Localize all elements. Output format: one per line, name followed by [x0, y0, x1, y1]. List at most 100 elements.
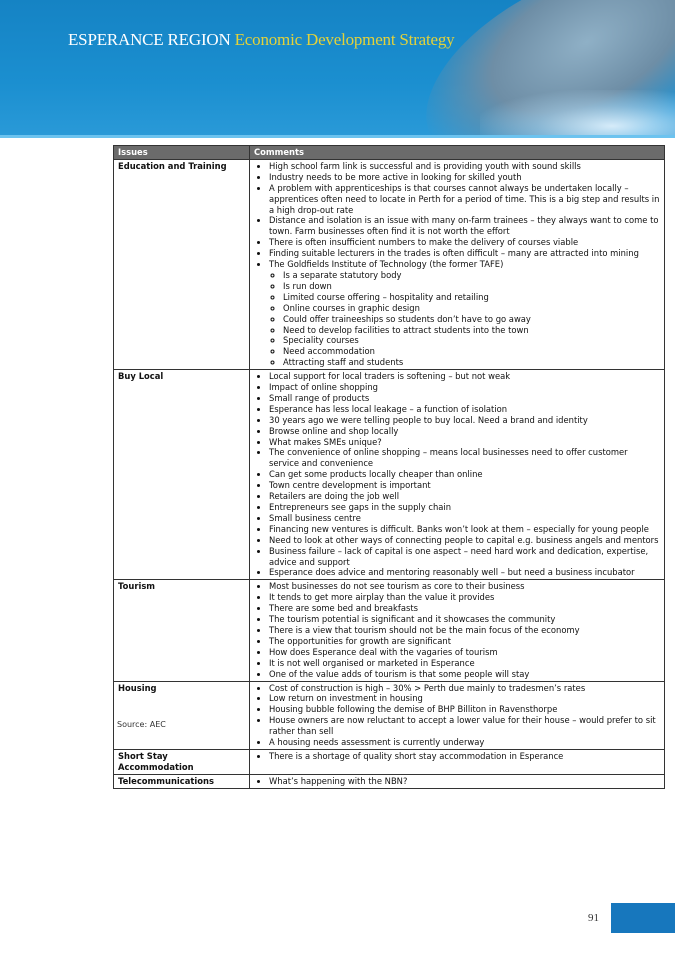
comment-item: Entrepreneurs see gaps in the supply cha… [269, 502, 660, 513]
comment-item: Impact of online shopping [269, 382, 660, 393]
comment-text: It is not well organised or marketed in … [269, 657, 475, 668]
comment-item: Most businesses do not see tourism as co… [269, 581, 660, 592]
comment-item: There is a shortage of quality short sta… [269, 751, 660, 762]
issue-cell: Tourism [113, 579, 250, 682]
sub-comment-item: Speciality courses [283, 335, 660, 346]
comment-item: Low return on investment in housing [269, 693, 660, 704]
comments-cell: Cost of construction is high – 30% > Per… [249, 680, 665, 750]
comment-text: The tourism potential is significant and… [269, 614, 556, 625]
comment-item: Town centre development is important [269, 480, 660, 491]
table-row: Short Stay Accommodation There is a short… [113, 748, 665, 775]
comment-list: Local support for local traders is softe… [254, 371, 660, 578]
comment-item: Small business centre [269, 513, 660, 524]
comment-text: There are some bed and breakfasts [269, 603, 418, 614]
comment-item: Esperance has less local leakage – a fun… [269, 404, 660, 415]
comment-text: A problem with apprenticeships is that c… [269, 182, 660, 215]
sub-comment-list: Is a separate statutory bodyIs run downL… [269, 270, 660, 368]
sub-comment-item: Is run down [283, 281, 660, 292]
comments-cell: High school farm link is successful and … [249, 158, 665, 371]
comment-text: The opportunities for growth are signifi… [269, 635, 452, 646]
water-splash-image [480, 90, 675, 138]
comments-cell: There is a shortage of quality short sta… [249, 748, 665, 775]
sub-comment-item: Could offer traineeships so students don… [283, 314, 660, 325]
comment-text: Esperance has less local leakage – a fun… [269, 403, 508, 414]
comment-text: Town centre development is important [269, 480, 431, 491]
comment-list: Most businesses do not see tourism as co… [254, 581, 660, 679]
issues-table: Issues Comments Education and Training Hi… [113, 145, 665, 789]
comment-item: Esperance does advice and mentoring reas… [269, 567, 660, 578]
comment-item: There is often insufficient numbers to m… [269, 237, 660, 248]
comment-item: One of the value adds of tourism is that… [269, 669, 660, 680]
comment-text: What’s happening with the NBN? [269, 775, 408, 786]
comment-text: Most businesses do not see tourism as co… [269, 581, 525, 592]
comment-text: Small range of products [269, 392, 370, 403]
comment-text: Browse online and shop locally [269, 425, 399, 436]
sub-comment-item: Need accommodation [283, 346, 660, 357]
comments-cell: Local support for local traders is softe… [249, 369, 665, 581]
comment-text: Financing new ventures is difficult. Ban… [269, 523, 649, 534]
comment-item: Distance and isolation is an issue with … [269, 215, 660, 237]
page-number-tab [611, 903, 675, 933]
comment-text: Retailers are doing the job well [269, 491, 400, 502]
comment-item: The tourism potential is significant and… [269, 614, 660, 625]
table-row: Telecommunications What’s happening with … [113, 773, 665, 789]
issue-cell: Housing [113, 680, 250, 750]
comment-text: There is a shortage of quality short sta… [269, 750, 564, 761]
comments-cell: What’s happening with the NBN? [249, 773, 665, 789]
comment-text: Can get some products locally cheaper th… [269, 469, 483, 480]
sub-comment-item: Is a separate statutory body [283, 270, 660, 281]
comment-text: Entrepreneurs see gaps in the supply cha… [269, 502, 452, 512]
issue-cell: Short Stay Accommodation [113, 748, 250, 775]
comment-item: What makes SMEs unique? [269, 437, 660, 448]
comment-text: Business failure – lack of capital is on… [269, 545, 649, 567]
comment-text: High school farm link is successful and … [269, 160, 581, 171]
comment-item: The opportunities for growth are signifi… [269, 636, 660, 647]
comment-text: Low return on investment in housing [269, 693, 423, 704]
source-note: Source: AEC [117, 720, 166, 729]
issue-cell: Telecommunications [113, 773, 250, 789]
comment-text: Industry needs to be more active in look… [269, 171, 522, 182]
comment-text: House owners are now reluctant to accept… [269, 715, 656, 737]
sub-comment-item: Attracting staff and students [283, 357, 660, 368]
banner-strip [0, 135, 675, 138]
comment-item: Cost of construction is high – 30% > Per… [269, 683, 660, 694]
comment-text: One of the value adds of tourism is that… [269, 668, 530, 679]
table-header-row: Issues Comments [113, 145, 665, 160]
comment-text: Distance and isolation is an issue with … [269, 215, 659, 237]
comment-text: There is often insufficient numbers to m… [269, 237, 579, 248]
table-row: Buy Local Local support for local traders… [113, 369, 665, 581]
comment-item: It is not well organised or marketed in … [269, 658, 660, 669]
title-strategy: Economic Development Strategy [234, 30, 455, 49]
comment-text: The Goldfields Institute of Technology (… [269, 259, 504, 270]
comment-item: Need to look at other ways of connecting… [269, 535, 660, 546]
comment-item: The convenience of online shopping – mea… [269, 447, 660, 469]
comment-item: Industry needs to be more active in look… [269, 172, 660, 183]
comment-text: Cost of construction is high – 30% > Per… [269, 682, 586, 693]
comment-item: Browse online and shop locally [269, 426, 660, 437]
comment-item: A problem with apprenticeships is that c… [269, 183, 660, 216]
comment-item: Small range of products [269, 393, 660, 404]
comment-item: High school farm link is successful and … [269, 161, 660, 172]
title-region: ESPERANCE REGION [68, 30, 231, 49]
comments-cell: Most businesses do not see tourism as co… [249, 579, 665, 682]
comment-item: Housing bubble following the demise of B… [269, 704, 660, 715]
comment-list: What’s happening with the NBN? [254, 776, 660, 787]
comment-text: Impact of online shopping [269, 382, 378, 393]
comment-item: A housing needs assessment is currently … [269, 737, 660, 748]
comment-text: How does Esperance deal with the vagarie… [269, 646, 498, 657]
comment-text: Local support for local traders is softe… [269, 371, 511, 382]
comment-item: Financing new ventures is difficult. Ban… [269, 524, 660, 535]
issue-cell: Education and Training [113, 158, 250, 371]
comment-item: Can get some products locally cheaper th… [269, 469, 660, 480]
sub-comment-item: Limited course offering – hospitality an… [283, 292, 660, 303]
comment-list: Cost of construction is high – 30% > Per… [254, 683, 660, 748]
header-banner: ESPERANCE REGION Economic Development St… [0, 0, 675, 138]
table-row: Housing Cost of construction is high – 30… [113, 680, 665, 750]
comment-item: There are some bed and breakfasts [269, 603, 660, 614]
comment-item: Business failure – lack of capital is on… [269, 546, 660, 568]
issue-cell: Buy Local [113, 369, 250, 581]
comment-text: Need to look at other ways of connecting… [269, 534, 659, 545]
comment-list: High school farm link is successful and … [254, 161, 660, 368]
header-issues: Issues [113, 145, 250, 160]
